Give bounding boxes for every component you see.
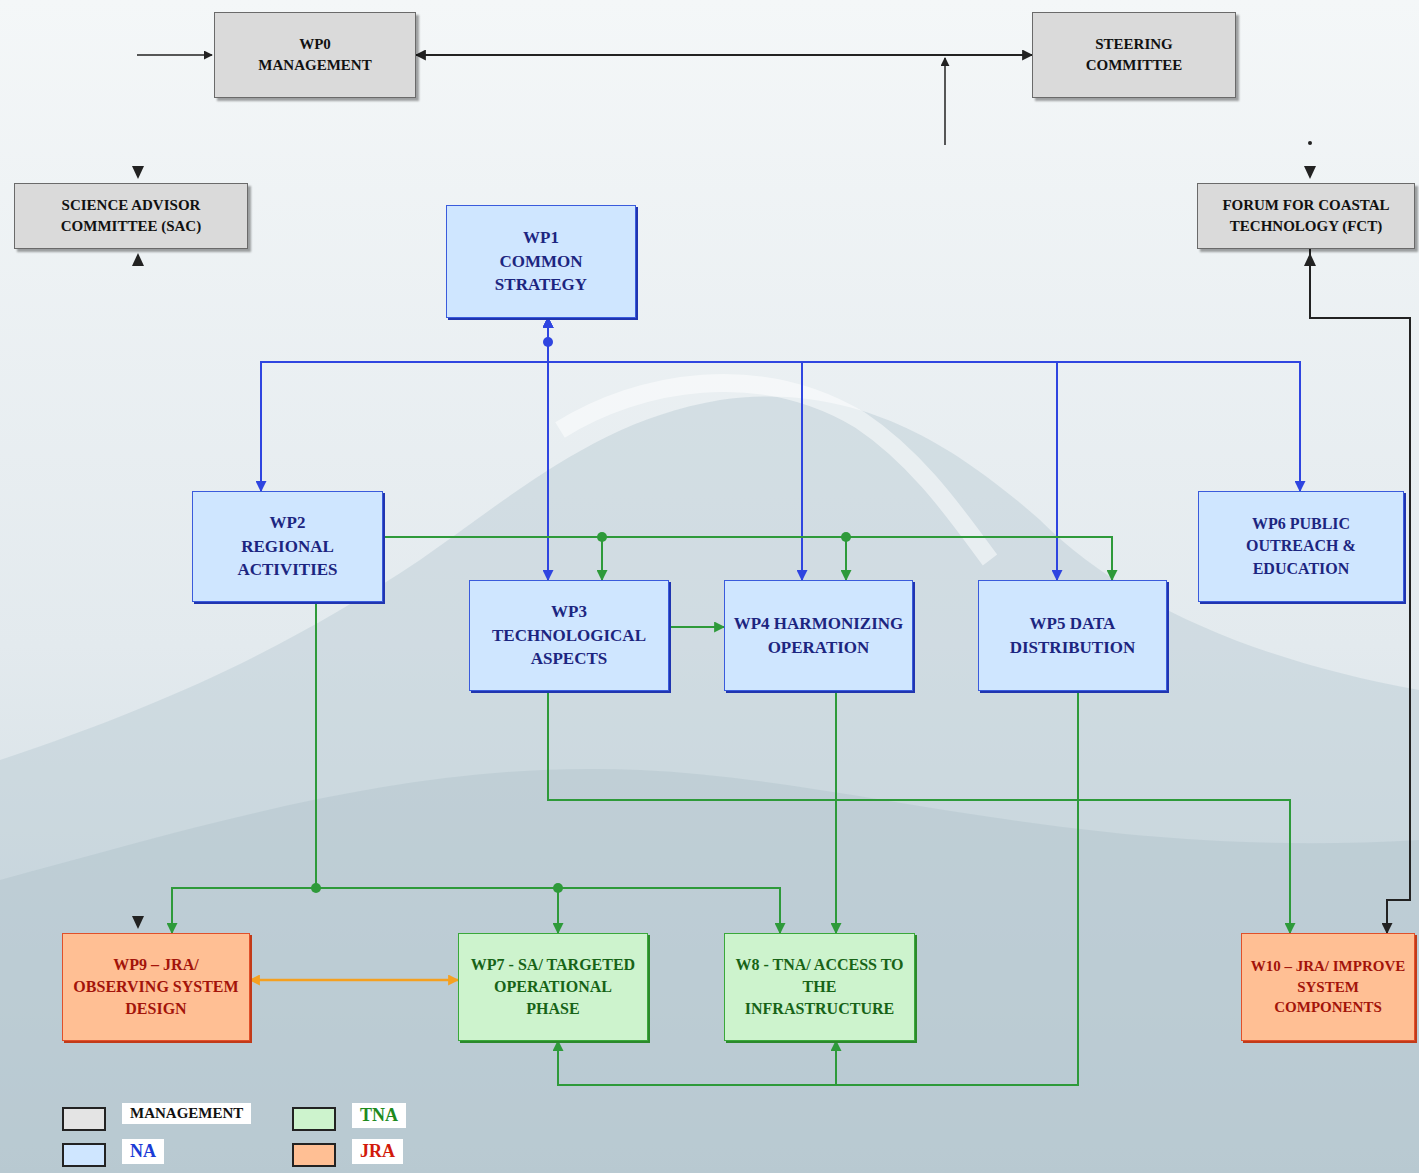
connector (261, 318, 548, 491)
box-label: WP0 MANAGEMENT (250, 34, 380, 75)
junction-dot (597, 532, 607, 542)
box-label: WP9 – JRA/ OBSERVING SYSTEM DESIGN (70, 954, 242, 1020)
junction-dot (553, 883, 563, 893)
box-label: W8 - TNA/ ACCESS TO THE INFRASTRUCTURE (731, 954, 908, 1020)
box-label: W10 – JRA/ IMPROVE SYSTEM COMPONENTS (1248, 956, 1408, 1018)
work-package-box: WP5 DATA DISTRIBUTION (978, 580, 1167, 691)
connector (416, 54, 1032, 56)
dot (1308, 141, 1312, 145)
research-box: WP9 – JRA/ OBSERVING SYSTEM DESIGN (62, 933, 250, 1041)
arrow-head (132, 166, 144, 179)
legend-label: JRA (352, 1139, 403, 1164)
connector (383, 537, 1112, 580)
legend-swatch (292, 1107, 336, 1131)
box-label: WP2 REGIONAL ACTIVITIES (223, 511, 353, 581)
management-box: FORUM FOR COASTAL TECHNOLOGY (FCT) (1197, 183, 1415, 249)
connector (548, 318, 802, 580)
box-label: WP6 PUBLIC OUTREACH & EDUCATION (1205, 513, 1397, 579)
legend-label: TNA (352, 1103, 406, 1128)
box-label: STEERING COMMITTEE (1069, 34, 1199, 75)
arrow-head (1304, 166, 1316, 179)
box-label: SCIENCE ADVISOR COMMITTEE (SAC) (29, 195, 234, 236)
legend-label: NA (122, 1139, 164, 1164)
wave-shape (0, 397, 1419, 1173)
work-package-box: WP4 HARMONIZING OPERATION (724, 580, 913, 691)
work-package-box: WP6 PUBLIC OUTREACH & EDUCATION (1198, 491, 1404, 602)
connector (835, 691, 837, 933)
access-box: W8 - TNA/ ACCESS TO THE INFRASTRUCTURE (724, 933, 915, 1041)
connector (548, 318, 1300, 491)
research-box: W10 – JRA/ IMPROVE SYSTEM COMPONENTS (1241, 933, 1415, 1041)
box-label: WP1 COMMON STRATEGY (481, 226, 601, 296)
work-package-box: WP3 TECHNOLOGICAL ASPECTS (469, 580, 669, 691)
box-label: WP7 - SA/ TARGETED OPERATIONAL PHASE (467, 954, 639, 1020)
access-box: WP7 - SA/ TARGETED OPERATIONAL PHASE (458, 933, 648, 1041)
box-label: WP5 DATA DISTRIBUTION (987, 612, 1159, 659)
connector (383, 537, 846, 580)
work-package-box: WP2 REGIONAL ACTIVITIES (192, 491, 383, 602)
input-arrow (944, 58, 946, 145)
legend-swatch (62, 1143, 106, 1167)
junction-dot (841, 532, 851, 542)
connector (669, 626, 724, 628)
management-box: WP0 MANAGEMENT (214, 12, 416, 98)
junction-dot (311, 883, 321, 893)
legend-swatch (292, 1143, 336, 1167)
junction-dot (543, 337, 553, 347)
box-label: FORUM FOR COASTAL TECHNOLOGY (FCT) (1204, 195, 1408, 236)
legend-swatch (62, 1107, 106, 1131)
work-package-box: WP1 COMMON STRATEGY (446, 205, 636, 318)
connector (383, 537, 602, 580)
legend-label: MANAGEMENT (122, 1103, 251, 1124)
arrow-head (132, 916, 144, 929)
wave-foam (560, 383, 990, 560)
connector (548, 318, 1057, 580)
arrow-head (132, 253, 144, 266)
wave-shape (0, 769, 1419, 1173)
connector (172, 602, 316, 933)
management-box: STEERING COMMITTEE (1032, 12, 1236, 98)
connector (250, 979, 458, 982)
management-box: SCIENCE ADVISOR COMMITTEE (SAC) (14, 183, 248, 249)
input-arrow (137, 54, 212, 56)
box-label: WP4 HARMONIZING OPERATION (733, 612, 905, 659)
connector (548, 691, 1290, 933)
box-label: WP3 TECHNOLOGICAL ASPECTS (477, 600, 661, 670)
